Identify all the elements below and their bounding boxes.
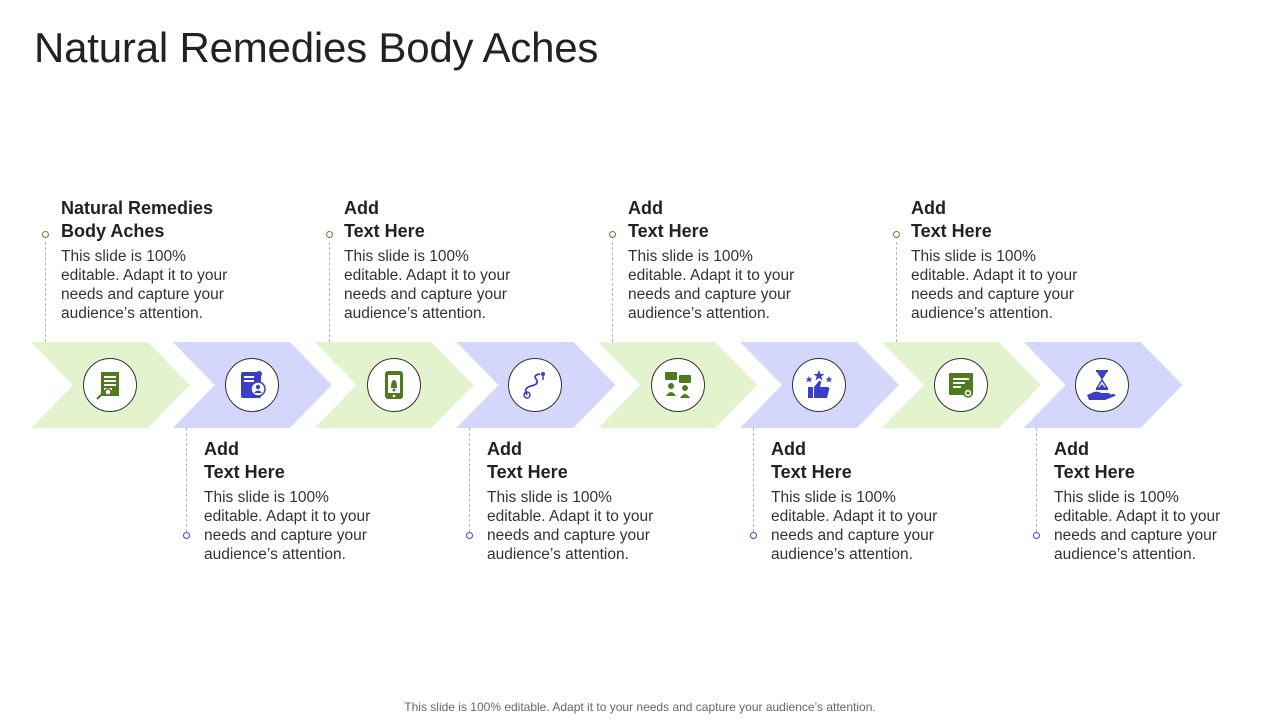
certificate-icon bbox=[949, 373, 973, 398]
slide-title: Natural Remedies Body Aches bbox=[34, 24, 599, 71]
step-4-body: This slide is 100% editable. Adapt it to… bbox=[487, 489, 654, 563]
step-7-text: Add Text Here This slide is 100% editabl… bbox=[911, 197, 1101, 323]
step-3-text: Add Text Here This slide is 100% editabl… bbox=[344, 197, 534, 323]
step-5-heading: Add Text Here bbox=[628, 198, 709, 241]
step-5-connector bbox=[612, 242, 613, 342]
step-2-heading: Add Text Here bbox=[204, 439, 285, 482]
step-1-icon-circle bbox=[83, 358, 137, 412]
step-4-text: Add Text Here This slide is 100% editabl… bbox=[487, 438, 677, 564]
step-5-body: This slide is 100% editable. Adapt it to… bbox=[628, 248, 795, 322]
user-document-icon bbox=[241, 371, 266, 398]
step-6-dot bbox=[750, 532, 757, 539]
step-2-dot bbox=[183, 532, 190, 539]
step-8-dot bbox=[1033, 532, 1040, 539]
step-5-dot bbox=[609, 231, 616, 238]
step-2-icon-circle bbox=[225, 358, 279, 412]
thumbs-up-stars-icon bbox=[805, 370, 833, 398]
step-1-connector bbox=[45, 242, 46, 342]
step-8-heading: Add Text Here bbox=[1054, 439, 1135, 482]
step-7-body: This slide is 100% editable. Adapt it to… bbox=[911, 248, 1078, 322]
step-4-connector bbox=[469, 428, 470, 532]
step-8-text: Add Text Here This slide is 100% editabl… bbox=[1054, 438, 1244, 564]
step-5-text: Add Text Here This slide is 100% editabl… bbox=[628, 197, 818, 323]
step-7-icon-circle bbox=[934, 358, 988, 412]
team-discussion-icon bbox=[665, 372, 691, 398]
step-2-text: Add Text Here This slide is 100% editabl… bbox=[204, 438, 394, 564]
step-8-icon-circle bbox=[1075, 358, 1129, 412]
step-1-text: Natural Remedies Body Aches This slide i… bbox=[61, 197, 251, 323]
step-6-icon-circle bbox=[792, 358, 846, 412]
route-path-icon bbox=[523, 372, 545, 399]
step-7-heading: Add Text Here bbox=[911, 198, 992, 241]
step-6-heading: Add Text Here bbox=[771, 439, 852, 482]
step-1-body: This slide is 100% editable. Adapt it to… bbox=[61, 248, 228, 322]
step-3-heading: Add Text Here bbox=[344, 198, 425, 241]
step-7-connector bbox=[896, 242, 897, 342]
step-6-text: Add Text Here This slide is 100% editabl… bbox=[771, 438, 961, 564]
step-4-icon-circle bbox=[508, 358, 562, 412]
tablet-notification-icon bbox=[385, 371, 403, 399]
hourglass-hand-icon bbox=[1087, 370, 1116, 400]
step-4-dot bbox=[466, 532, 473, 539]
step-3-dot bbox=[326, 231, 333, 238]
step-7-dot bbox=[893, 231, 900, 238]
footer-note: This slide is 100% editable. Adapt it to… bbox=[404, 700, 876, 714]
step-3-connector bbox=[329, 242, 330, 342]
step-5-icon-circle bbox=[651, 358, 705, 412]
step-2-body: This slide is 100% editable. Adapt it to… bbox=[204, 489, 371, 563]
step-1-dot bbox=[42, 231, 49, 238]
step-1-heading: Natural Remedies Body Aches bbox=[61, 198, 214, 241]
step-6-body: This slide is 100% editable. Adapt it to… bbox=[771, 489, 938, 563]
step-3-icon-circle bbox=[367, 358, 421, 412]
step-3-body: This slide is 100% editable. Adapt it to… bbox=[344, 248, 511, 322]
notebook-pen-icon bbox=[96, 372, 119, 400]
step-2-connector bbox=[186, 428, 187, 532]
step-4-heading: Add Text Here bbox=[487, 439, 568, 482]
step-8-connector bbox=[1036, 428, 1037, 532]
step-8-body: This slide is 100% editable. Adapt it to… bbox=[1054, 489, 1221, 563]
step-6-connector bbox=[753, 428, 754, 532]
